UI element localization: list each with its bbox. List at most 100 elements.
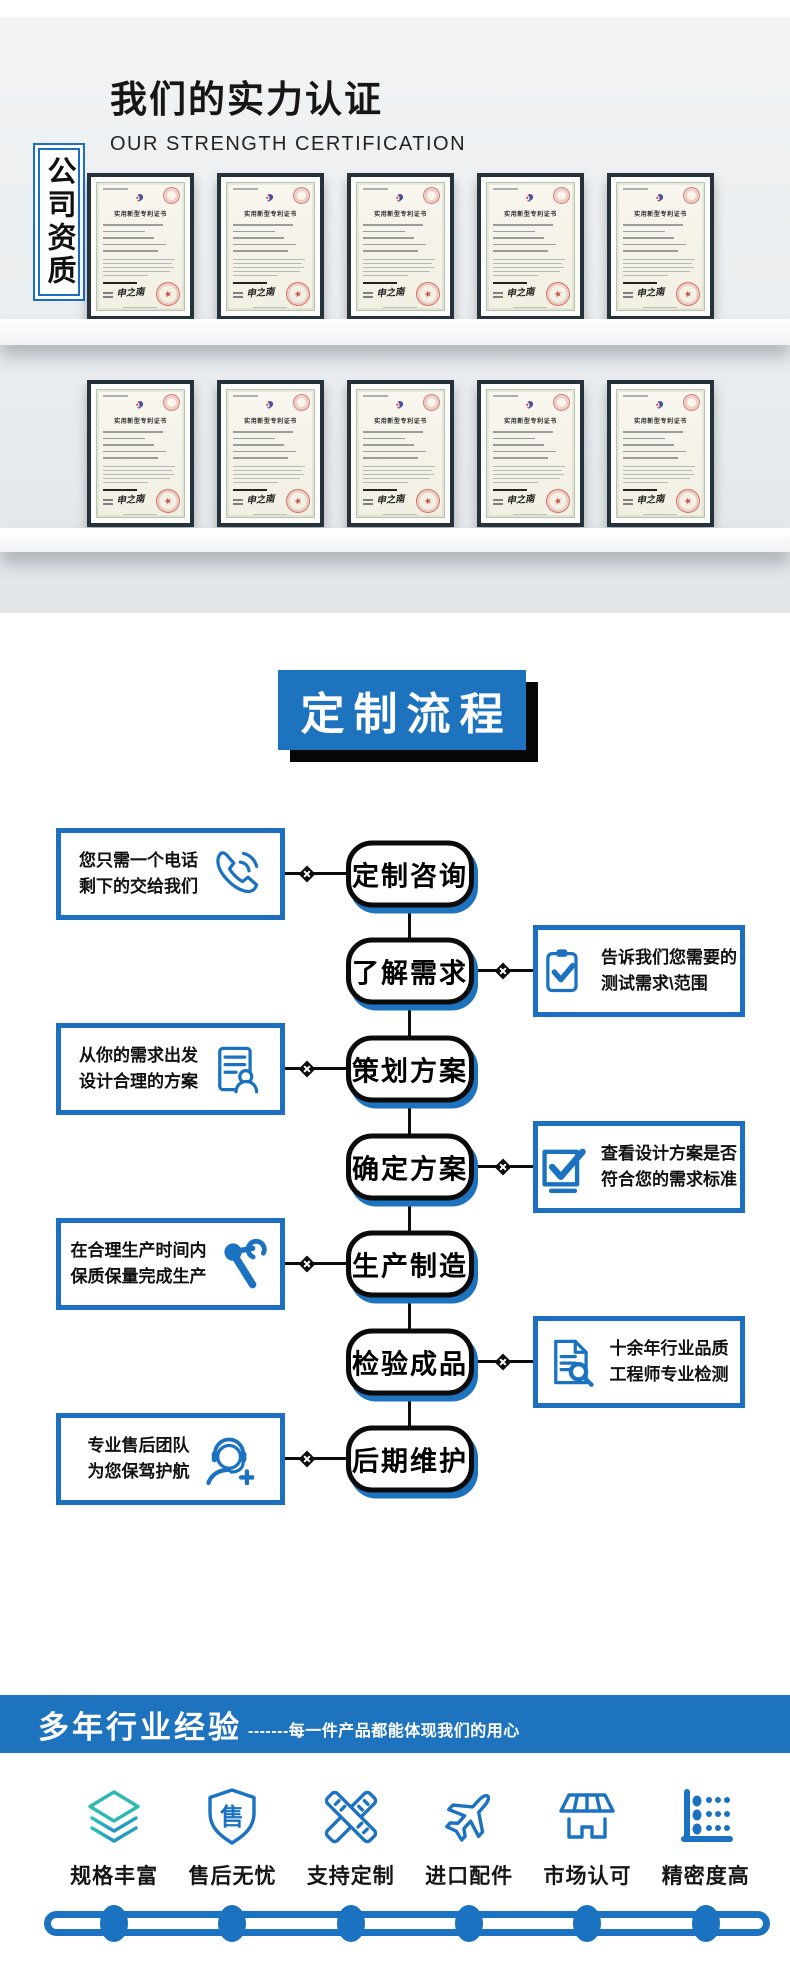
certificate-dark-bar: [102, 281, 137, 284]
certificate-footer-line: [122, 513, 158, 515]
flow-note-text: 在合理生产时间内 保质保量完成生产: [70, 1240, 207, 1286]
certificate-paragraph: [102, 256, 178, 279]
certificate-text-line: [492, 444, 544, 446]
certificate-text-line: [362, 437, 405, 440]
certificate-matte: 实用新型专利证书 申之南 ★: [220, 177, 320, 316]
certificate-ref-line: [622, 395, 648, 397]
timeline-dot: [337, 1905, 365, 1942]
certificate-signature-row: 申之南: [232, 491, 308, 512]
certificate-matte: 实用新型专利证书 申之南 ★: [220, 384, 320, 523]
flow-node-aftersales: 后期维护: [346, 1425, 474, 1493]
certificate-signature: 申之南: [375, 286, 405, 300]
certificate-paragraph: [232, 256, 308, 279]
certificate-dark-bar: [232, 488, 267, 491]
flow-step-requirements: 告诉我们您需要的 测试需求\范围 了解需求: [0, 613, 790, 1695]
flow-note-inspection: 十余年行业品质 工程师专业检测: [533, 1316, 757, 1419]
store-icon: [559, 1793, 616, 1839]
certificate-footer-line: [382, 513, 418, 515]
certificate-paragraph: [362, 463, 438, 486]
feature-label: 规格丰富: [70, 1865, 159, 1888]
experience-subtitle: -------每一件产品都能体现我们的用心: [248, 1723, 520, 1740]
certificate-signature-row: 申之南: [362, 491, 438, 512]
certificate-matte: 实用新型专利证书 申之南 ★: [610, 177, 710, 316]
feature-custom: 支持定制: [292, 1785, 410, 1890]
certificate-text-line: [232, 444, 284, 446]
certificate-title: 实用新型专利证书: [633, 417, 687, 425]
document-search-icon: [553, 1339, 594, 1387]
certificate-paragraph: [492, 256, 568, 279]
certificate-footer-line: [642, 513, 678, 515]
certificate-matte: 实用新型专利证书 申之南 ★: [480, 384, 580, 523]
patent-logo-icon: [233, 399, 308, 412]
feature-label: 售后无忧: [188, 1865, 277, 1888]
certificate-signature-row: 申之南: [492, 284, 568, 305]
signature-labels: [102, 497, 113, 508]
timeline-dot: [573, 1905, 601, 1942]
certificate-text-line: [622, 224, 683, 226]
signature-labels: [102, 290, 113, 301]
certificate-ref-line: [362, 188, 388, 190]
certificate-text-line: [232, 243, 296, 246]
certificate-text-line: [232, 230, 275, 233]
certificate-dark-bar: [492, 488, 527, 491]
certificate-ref-line: [102, 188, 128, 190]
plane-icon: [445, 1793, 491, 1842]
certificate-paper: 实用新型专利证书 申之南 ★: [225, 389, 315, 518]
certificate-paragraph: [102, 463, 178, 486]
flow-note-text: 您只需一个电话 剩下的交给我们: [79, 850, 198, 896]
feature-row: 规格丰富 售 售后无忧: [55, 1785, 765, 1890]
flow-step-production: 在合理生产时间内 保质保量完成生产 生产制造: [0, 613, 790, 1695]
checkbox-icon: [542, 1148, 586, 1193]
flow-node-inspection: 检验成品: [346, 1328, 474, 1396]
feature-label: 精密度高: [661, 1865, 750, 1888]
certificate-title: 实用新型专利证书: [113, 417, 167, 425]
certification-section: 我们的实力认证 OUR STRENGTH CERTIFICATION 公司资质: [0, 17, 790, 613]
certificate-frame: 实用新型专利证书 申之南 ★: [346, 173, 454, 320]
certificate-paragraph: [622, 463, 698, 486]
certificate-matte: 实用新型专利证书 申之南 ★: [350, 177, 450, 316]
certificate-ref-line: [102, 395, 128, 397]
flow-step-inspection: 十余年行业品质 工程师专业检测 检验成品: [0, 613, 790, 1695]
certificate-title: 实用新型专利证书: [113, 210, 167, 218]
feature-aftersales: 售 售后无忧: [173, 1785, 291, 1890]
shelf-board-1: [0, 319, 790, 345]
patent-logo-icon: [623, 399, 698, 412]
timeline-bar: [44, 1911, 770, 1936]
certificate-text-line: [622, 444, 674, 446]
certificate-text-line: [622, 250, 678, 252]
svg-text:售: 售: [220, 1803, 244, 1831]
certificate-text-line: [102, 250, 158, 252]
certificate-frame: 实用新型专利证书 申之南 ★: [346, 380, 454, 527]
certificate-text-line: [362, 431, 423, 433]
signature-labels: [492, 497, 503, 508]
timeline-dot: [692, 1905, 720, 1942]
certificate-paper: 实用新型专利证书 申之南 ★: [485, 182, 575, 311]
flow-step-consult: 您只需一个电话 剩下的交给我们 定制咨询: [0, 613, 790, 1695]
certificate-text-line: [362, 230, 405, 233]
signature-labels: [622, 497, 633, 508]
certificate-footer-line: [252, 513, 288, 515]
certificate-paragraph: [622, 256, 698, 279]
certificate-matte: 实用新型专利证书 申之南 ★: [350, 384, 450, 523]
certificate-ref-line: [492, 395, 518, 397]
feature-label: 支持定制: [306, 1865, 395, 1888]
certificate-text-line: [362, 243, 426, 246]
certificate-frame: 实用新型专利证书 申之南 ★: [606, 380, 714, 527]
certificate-text-line: [362, 237, 414, 239]
certificate-paper: 实用新型专利证书 申之南 ★: [485, 389, 575, 518]
certificate-ref-line: [362, 395, 388, 397]
certificate-text-line: [362, 250, 418, 252]
certificate-frame: 实用新型专利证书 申之南 ★: [86, 173, 194, 320]
certificate-text-line: [232, 250, 288, 252]
flow-note-text: 告诉我们您需要的 测试需求\范围: [601, 947, 737, 993]
certificate-dark-bar: [622, 488, 657, 491]
feature-precision: 精密度高: [647, 1785, 765, 1890]
flow-note-text: 从你的需求出发 设计合理的方案: [79, 1045, 198, 1091]
certificate-signature-row: 申之南: [362, 284, 438, 305]
certificate-title: 实用新型专利证书: [243, 210, 297, 218]
certificate-dark-bar: [232, 281, 267, 284]
certificate-ref-line: [232, 188, 258, 190]
company-qualification-label: 公司资质: [38, 148, 80, 296]
certificate-signature: 申之南: [375, 493, 405, 507]
document-person-icon: [218, 1046, 259, 1094]
